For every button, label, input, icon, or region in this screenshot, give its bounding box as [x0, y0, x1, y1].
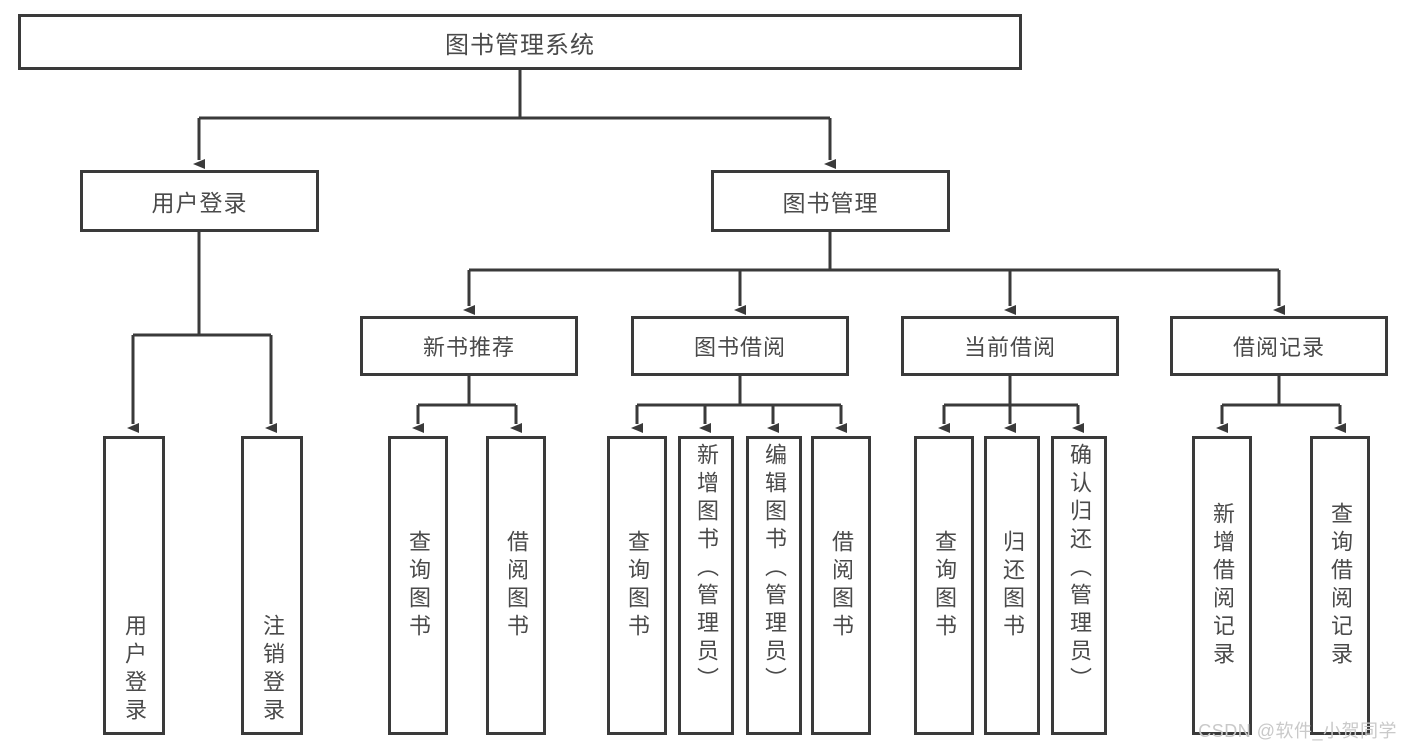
node-user-login-label: 用户登录	[151, 190, 248, 216]
node-borrow-record-label: 借阅记录	[1232, 335, 1325, 360]
node-root-label: 图书管理系统	[445, 31, 595, 59]
leaf-borrow-borrow-book-label: 借阅图书	[829, 529, 854, 642]
node-book-management[interactable]: 图书管理	[711, 170, 950, 232]
leaf-current-query-book-label: 查询图书	[932, 529, 957, 642]
leaf-recommend-borrow-book[interactable]: 借阅图书	[486, 436, 546, 735]
leaf-borrow-edit-book-label: 编辑图书（管理员）	[762, 443, 787, 695]
node-root-system[interactable]: 图书管理系统	[18, 14, 1022, 70]
leaf-record-query-record[interactable]: 查询借阅记录	[1310, 436, 1370, 735]
leaf-user-login-label: 用户登录	[122, 614, 147, 726]
leaf-record-query-record-label: 查询借阅记录	[1328, 501, 1353, 670]
node-current-borrow[interactable]: 当前借阅	[901, 316, 1119, 376]
leaf-user-logout[interactable]: 注销登录	[241, 436, 303, 735]
leaf-recommend-query-book-label: 查询图书	[406, 529, 431, 642]
node-new-book-recommend-label: 新书推荐	[422, 335, 515, 360]
node-book-borrow[interactable]: 图书借阅	[631, 316, 849, 376]
leaf-current-confirm-return[interactable]: 确认归还（管理员）	[1051, 436, 1107, 735]
watermark-text: CSDN @软件_小贺同学	[1198, 721, 1397, 741]
leaf-current-return-book[interactable]: 归还图书	[984, 436, 1040, 735]
leaf-recommend-borrow-book-label: 借阅图书	[504, 529, 529, 642]
leaf-current-return-book-label: 归还图书	[1000, 529, 1025, 642]
leaf-borrow-query-book-label: 查询图书	[625, 529, 650, 642]
leaf-current-confirm-return-label: 确认归还（管理员）	[1067, 443, 1092, 695]
node-book-borrow-label: 图书借阅	[693, 335, 786, 360]
leaf-borrow-add-book-label: 新增图书（管理员）	[694, 443, 719, 695]
leaf-borrow-edit-book[interactable]: 编辑图书（管理员）	[746, 436, 802, 735]
leaf-recommend-query-book[interactable]: 查询图书	[388, 436, 448, 735]
node-user-login[interactable]: 用户登录	[80, 170, 319, 232]
leaf-borrow-query-book[interactable]: 查询图书	[607, 436, 667, 735]
node-current-borrow-label: 当前借阅	[963, 335, 1056, 360]
leaf-current-query-book[interactable]: 查询图书	[914, 436, 974, 735]
leaf-user-logout-label: 注销登录	[260, 614, 285, 726]
node-book-management-label: 图书管理	[782, 190, 879, 216]
node-borrow-record[interactable]: 借阅记录	[1170, 316, 1388, 376]
node-new-book-recommend[interactable]: 新书推荐	[360, 316, 578, 376]
leaf-record-add-record[interactable]: 新增借阅记录	[1192, 436, 1252, 735]
leaf-borrow-add-book[interactable]: 新增图书（管理员）	[678, 436, 734, 735]
leaf-user-login[interactable]: 用户登录	[103, 436, 165, 735]
leaf-borrow-borrow-book[interactable]: 借阅图书	[811, 436, 871, 735]
leaf-record-add-record-label: 新增借阅记录	[1210, 501, 1235, 670]
